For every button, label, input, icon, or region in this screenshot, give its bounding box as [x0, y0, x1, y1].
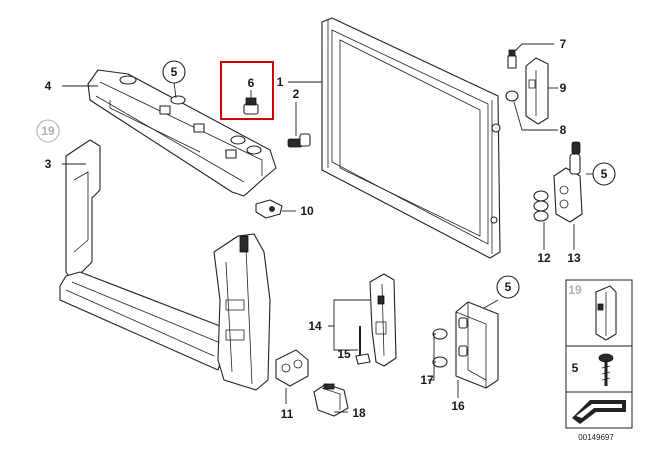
- callout-6: 6: [248, 76, 255, 90]
- callout-13: 13: [567, 251, 581, 265]
- callout-7: 7: [560, 37, 567, 51]
- inset-item-19: 19: [568, 283, 582, 297]
- callout-19: 19: [41, 124, 55, 138]
- callout-5b-circle: [592, 162, 616, 186]
- callout-8: 8: [560, 123, 567, 137]
- part-9-bracket[interactable]: [525, 57, 549, 125]
- callout-14: 14: [308, 319, 322, 333]
- callout-5a: 5: [171, 65, 178, 79]
- callout-5c-circle: [496, 275, 520, 299]
- part-7-screw[interactable]: [507, 49, 517, 69]
- callout-18: 18: [352, 406, 366, 420]
- front-frame[interactable]: [59, 139, 271, 391]
- inset-arrow-icon: [572, 400, 626, 424]
- callout-12: 12: [537, 251, 551, 265]
- part-14-bracket[interactable]: [369, 273, 397, 367]
- part-16-oil-cooler[interactable]: [455, 301, 499, 389]
- callout-5b: 5: [601, 167, 608, 181]
- callout-19-circle: [36, 119, 60, 143]
- callout-11: 11: [281, 407, 294, 421]
- callout-9: 9: [560, 81, 567, 95]
- callout-4: 4: [45, 79, 52, 93]
- part-8-oring[interactable]: [505, 90, 519, 102]
- inset-bracket-icon: [595, 285, 617, 341]
- callout-15: 15: [337, 347, 351, 361]
- inset-screw-icon: [598, 353, 614, 386]
- part-11-bracket[interactable]: [275, 349, 309, 387]
- part-18-mount[interactable]: [313, 383, 349, 417]
- callout-10: 10: [300, 204, 314, 218]
- diagram-code: 00149697: [578, 433, 614, 442]
- leader-lines: [62, 43, 594, 413]
- callout-5c: 5: [505, 280, 512, 294]
- part-2-sensor[interactable]: [287, 133, 311, 148]
- callout-2: 2: [293, 87, 300, 101]
- callout-16: 16: [451, 399, 465, 413]
- callout-17: 17: [420, 373, 434, 387]
- part-6-clip[interactable]: [220, 61, 274, 120]
- radiator[interactable]: [321, 17, 501, 259]
- callout-5a-circle: [162, 60, 186, 84]
- upper-radiator-support[interactable]: [87, 69, 277, 197]
- inset-item-5: 5: [572, 361, 579, 375]
- part-15-pin[interactable]: [355, 326, 371, 365]
- inset-panel: 19 5 00149697: [565, 279, 633, 442]
- callout-3: 3: [45, 157, 52, 171]
- callout-labels: 1 2 3 4 5 6 7 8 9 10 11 12 13 5 14 15 5 …: [36, 37, 616, 421]
- part-12-seals[interactable]: [533, 190, 549, 222]
- part-17-orings[interactable]: [432, 328, 448, 368]
- part-10-bracket[interactable]: [255, 199, 283, 219]
- callout-1: 1: [277, 75, 284, 89]
- part-13-coolant-connector[interactable]: [553, 141, 583, 223]
